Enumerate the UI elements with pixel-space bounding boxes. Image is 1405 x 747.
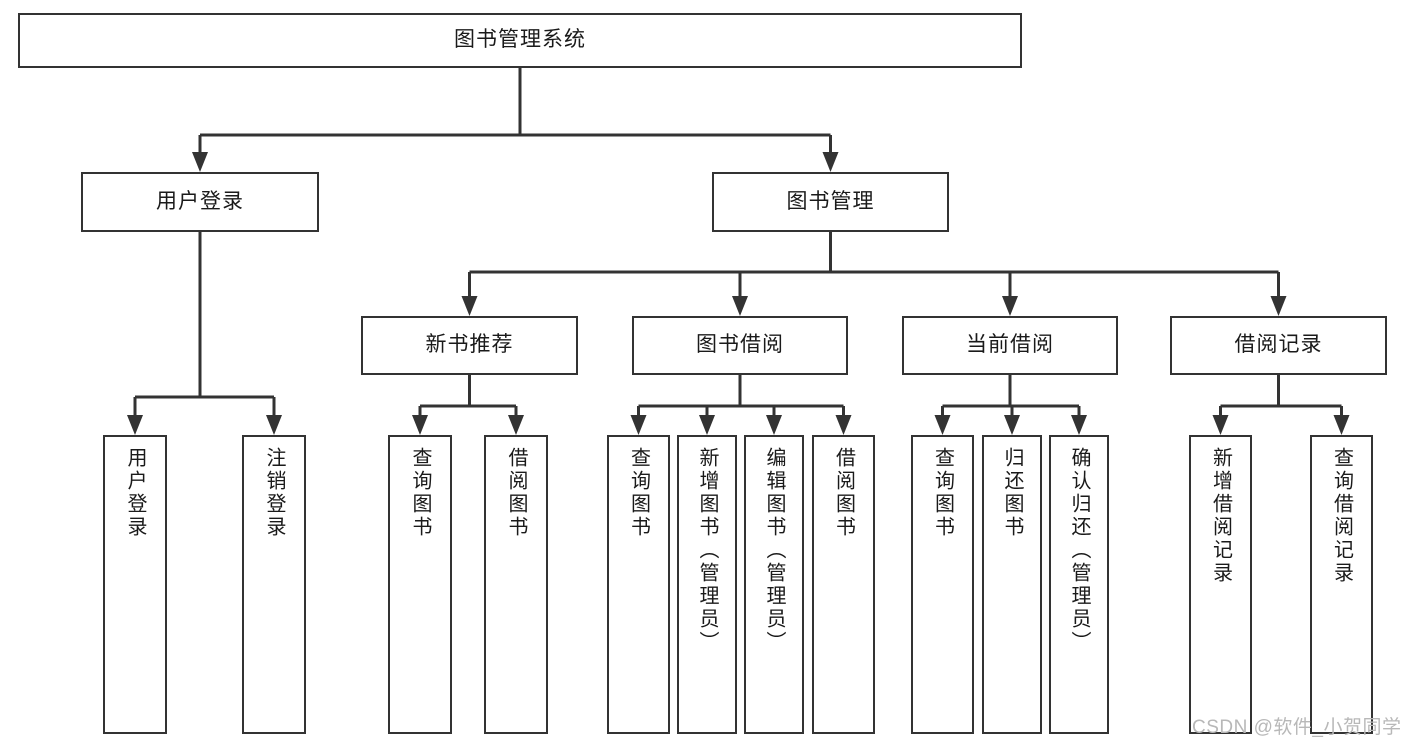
node-leaf_8[interactable]: 查询图书 <box>911 435 974 734</box>
arrowhead <box>1071 415 1087 435</box>
node-label: 新增图书（管理员） <box>696 447 718 654</box>
node-l3_1[interactable]: 图书借阅 <box>632 316 848 375</box>
node-label: 当前借阅 <box>966 333 1054 357</box>
node-leaf_0[interactable]: 用户登录 <box>103 435 167 734</box>
node-label: 图书管理 <box>786 189 875 213</box>
node-l3_2[interactable]: 当前借阅 <box>902 316 1118 375</box>
node-label: 查询图书 <box>931 447 954 539</box>
node-leaf_7[interactable]: 借阅图书 <box>812 435 875 734</box>
node-label: 借阅记录 <box>1234 333 1323 357</box>
arrowhead <box>732 296 748 316</box>
arrowhead <box>192 152 208 172</box>
node-label: 图书借阅 <box>696 333 784 357</box>
node-label: 借阅图书 <box>832 447 855 539</box>
node-leaf_9[interactable]: 归还图书 <box>982 435 1042 734</box>
arrowhead <box>1004 415 1020 435</box>
arrowhead <box>822 152 839 172</box>
node-leaf_11[interactable]: 新增借阅记录 <box>1189 435 1252 734</box>
arrowhead <box>1002 296 1018 316</box>
arrowhead <box>412 415 428 435</box>
node-label: 编辑图书（管理员） <box>763 447 785 654</box>
node-label: 新书推荐 <box>425 333 514 357</box>
node-leaf_6[interactable]: 编辑图书（管理员） <box>744 435 804 734</box>
arrowhead <box>699 415 715 435</box>
node-label: 借阅图书 <box>505 447 527 539</box>
node-l3_3[interactable]: 借阅记录 <box>1170 316 1387 375</box>
arrowhead <box>1270 296 1287 316</box>
arrowhead <box>835 415 852 435</box>
node-label: 确认归还（管理员） <box>1068 447 1090 654</box>
arrowhead <box>266 415 282 435</box>
arrowhead <box>461 296 478 316</box>
node-leaf_12[interactable]: 查询借阅记录 <box>1310 435 1373 734</box>
node-leaf_2[interactable]: 查询图书 <box>388 435 452 734</box>
node-label: 用户登录 <box>124 447 146 539</box>
node-l2_0[interactable]: 用户登录 <box>81 172 319 232</box>
node-label: 归还图书 <box>1001 447 1023 539</box>
node-label: 用户登录 <box>156 189 244 213</box>
arrowhead <box>766 415 782 435</box>
watermark-text: CSDN @软件_小贺同学 <box>1192 717 1402 738</box>
node-leaf_5[interactable]: 新增图书（管理员） <box>677 435 737 734</box>
node-l3_0[interactable]: 新书推荐 <box>361 316 578 375</box>
node-label: 新增借阅记录 <box>1209 447 1232 585</box>
node-l2_1[interactable]: 图书管理 <box>712 172 949 232</box>
node-root[interactable]: 图书管理系统 <box>18 13 1022 68</box>
node-leaf_10[interactable]: 确认归还（管理员） <box>1049 435 1109 734</box>
node-label: 查询借阅记录 <box>1330 447 1353 585</box>
node-leaf_3[interactable]: 借阅图书 <box>484 435 548 734</box>
node-label: 查询图书 <box>627 447 650 539</box>
node-leaf_4[interactable]: 查询图书 <box>607 435 670 734</box>
arrowhead <box>934 415 951 435</box>
node-label: 注销登录 <box>263 447 285 539</box>
arrowhead <box>127 415 143 435</box>
node-label: 查询图书 <box>409 447 431 539</box>
arrowhead <box>1333 415 1350 435</box>
node-leaf_1[interactable]: 注销登录 <box>242 435 306 734</box>
arrowhead <box>508 415 524 435</box>
arrowhead <box>1212 415 1229 435</box>
arrowhead <box>630 415 647 435</box>
node-label: 图书管理系统 <box>454 28 586 52</box>
